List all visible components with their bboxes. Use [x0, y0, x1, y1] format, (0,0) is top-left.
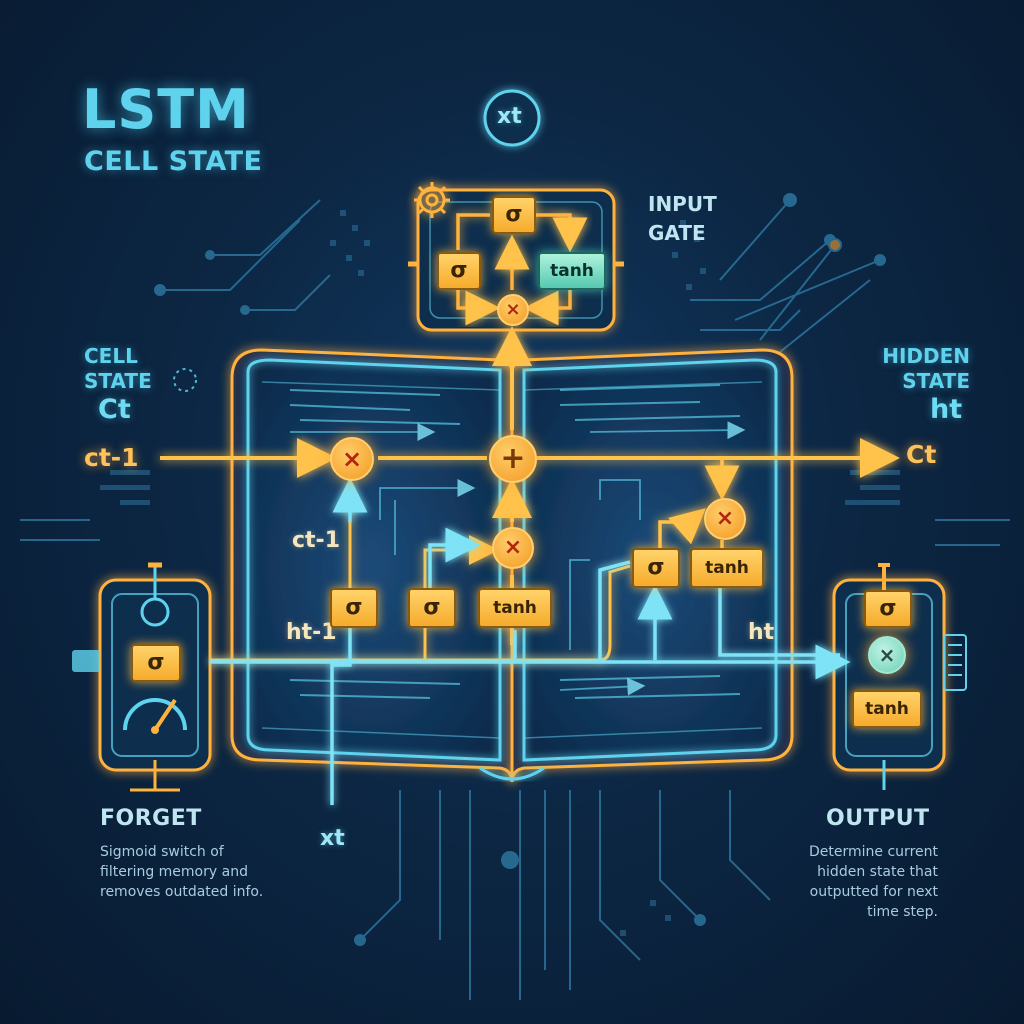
- hidden-state-symbol: ht: [930, 394, 963, 425]
- candidate-tanh-gate: tanh: [478, 588, 552, 628]
- cell-state-symbol: Ct: [98, 394, 131, 425]
- input-gate-line2: GATE: [648, 221, 706, 245]
- input-tanh-gate: tanh: [538, 252, 606, 290]
- h-out-inner-label: ht: [748, 620, 775, 645]
- hidden-state-line2: STATE: [902, 369, 970, 393]
- forget-title: FORGET: [100, 806, 202, 831]
- page-title: LSTM: [82, 78, 250, 141]
- input-gate-label: INPUT GATE: [648, 190, 717, 248]
- input-multiply-op: ×: [497, 294, 529, 326]
- input-sigma-gate: σ: [492, 196, 536, 234]
- forget-multiply-op: ×: [330, 437, 374, 481]
- hidden-state-label: HIDDEN STATE: [876, 344, 970, 394]
- output-sigma-gate: σ: [632, 548, 680, 588]
- output-module-tanh-gate: tanh: [852, 690, 922, 728]
- hidden-state-line1: HIDDEN: [882, 344, 970, 368]
- output-description: Determine current hidden state that outp…: [742, 842, 938, 922]
- top-input-label: xt: [497, 104, 522, 129]
- forget-desc-line1: Sigmoid switch of: [100, 844, 224, 860]
- candidate-multiply-op: ×: [492, 527, 534, 569]
- c-out-label: Ct: [906, 440, 937, 469]
- forget-desc-line2: filtering memory and: [100, 864, 248, 880]
- input-sigma-gate-2: σ: [437, 252, 481, 290]
- cell-add-op: +: [489, 435, 537, 483]
- gauge-icon: [123, 698, 187, 734]
- h-prev-inner-label: ht-1: [286, 620, 337, 645]
- cell-state-line1: CELL: [84, 344, 138, 368]
- output-tanh-gate: tanh: [690, 548, 764, 588]
- output-multiply-op: ×: [704, 498, 746, 540]
- output-title: OUTPUT: [826, 806, 930, 831]
- forget-description: Sigmoid switch of filtering memory and r…: [100, 842, 263, 902]
- circuit-traces: [20, 193, 1010, 1000]
- output-desc-line1: Determine current: [809, 844, 938, 860]
- cell-state-label: CELL STATE: [84, 344, 152, 394]
- cell-state-line2: STATE: [84, 369, 152, 393]
- forget-desc-line3: removes outdated info.: [100, 884, 264, 900]
- input-gate-line1: INPUT: [648, 192, 717, 216]
- input-sigma-gate-book: σ: [408, 588, 456, 628]
- c-prev-inner-label: ct-1: [292, 528, 340, 553]
- output-desc-line4: time step.: [867, 904, 938, 920]
- output-module-multiply-op: ×: [868, 636, 906, 674]
- page-subtitle: CELL STATE: [84, 146, 263, 177]
- output-desc-line3: outputted for next: [809, 884, 938, 900]
- forget-sigma-gate: σ: [330, 588, 378, 628]
- gear-icon: [414, 182, 450, 218]
- c-prev-label: ct-1: [84, 443, 139, 472]
- forget-module-sigma-gate: σ: [131, 644, 181, 682]
- bottom-input-label: xt: [320, 826, 345, 851]
- output-module-sigma-gate: σ: [864, 590, 912, 628]
- output-desc-line2: hidden state that: [817, 864, 938, 880]
